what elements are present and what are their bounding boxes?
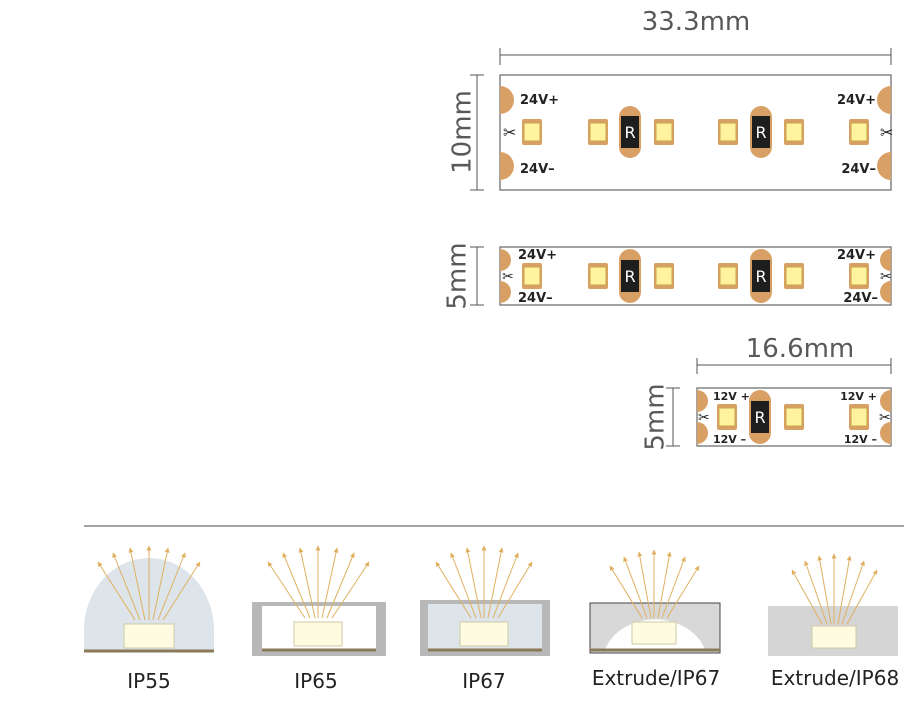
strip-c-neg-left: 12V – — [713, 433, 746, 446]
strip-b-pad — [880, 249, 891, 271]
strip-a-pad — [877, 86, 891, 114]
strip-c-width-label: 5mm — [641, 383, 671, 450]
strip-b-leds — [522, 263, 869, 289]
ip65-label: IP65 — [294, 669, 337, 693]
strip-b: 5mm ✂ ✂ 24V+ 24V– 24V+ 24V– R R — [443, 242, 892, 309]
strip-b-pos-right: 24V+ — [837, 248, 876, 263]
ip-rating-ip55: IP55 — [84, 545, 214, 693]
strip-a-body — [499, 74, 892, 191]
ip55-label: IP55 — [127, 669, 170, 693]
extrude-ip68-label: Extrude/IP68 — [771, 666, 899, 690]
strip-c-pos-left: 12V + — [713, 390, 750, 403]
strip-a-pos-right: 24V+ — [837, 93, 876, 108]
strip-a-neg-right: 24V– — [841, 162, 876, 177]
strip-c-length-label: 16.6mm — [746, 334, 855, 364]
strip-a-neg-left: 24V– — [520, 162, 555, 177]
strip-b-body — [499, 246, 892, 306]
strip-a-pad — [500, 86, 514, 114]
ip-rating-extrude-ip67: Extrude/IP67 — [589, 549, 721, 690]
strip-a: 33.3mm 10mm ✂ ✂ 24V+ 24V– 24V+ 24V– — [448, 7, 893, 191]
strip-b-width-label: 5mm — [443, 242, 473, 309]
strip-c-pad — [880, 390, 891, 412]
svg-text:R: R — [624, 123, 635, 142]
strip-b-pad — [500, 281, 511, 303]
strip-a-length-label: 33.3mm — [642, 7, 751, 37]
scissors-icon: ✂ — [880, 269, 892, 285]
strip-c-resistor: R — [749, 390, 771, 444]
ip-rating-extrude-ip68: Extrude/IP68 — [768, 553, 899, 690]
strip-a-width-dimension: 10mm — [448, 74, 484, 191]
svg-text:R: R — [755, 267, 766, 286]
strip-a-pad — [500, 152, 514, 180]
strip-c-pad — [697, 390, 708, 412]
strip-c-pos-right: 12V + — [840, 390, 877, 403]
scissors-icon: ✂ — [502, 269, 514, 285]
strip-c: 16.6mm 5mm ✂ ✂ 12V + 12V – 12V + 12V – R — [641, 334, 892, 451]
strip-c-leds — [717, 404, 869, 430]
scissors-icon: ✂ — [698, 410, 710, 426]
strip-c-length-dimension: 16.6mm — [696, 334, 892, 374]
strip-a-pad — [877, 152, 891, 180]
strip-b-resistor: R — [619, 249, 641, 303]
scissors-icon: ✂ — [880, 123, 893, 142]
ip-rating-ip67: IP67 — [420, 545, 550, 693]
strip-b-width-dimension: 5mm — [443, 242, 484, 310]
strip-b-pad — [500, 249, 511, 271]
strip-c-width-dimension: 5mm — [641, 383, 680, 451]
strip-b-pos-left: 24V+ — [518, 248, 557, 263]
ip67-label: IP67 — [462, 669, 505, 693]
strip-c-pad — [697, 422, 708, 444]
strip-a-width-label: 10mm — [448, 90, 478, 174]
extrude-ip67-label: Extrude/IP67 — [592, 666, 720, 690]
svg-text:R: R — [624, 267, 635, 286]
strip-a-resistor: R — [619, 106, 641, 158]
strip-b-neg-right: 24V– — [843, 291, 878, 306]
strip-b-resistor: R — [750, 249, 772, 303]
strip-a-length-dimension: 33.3mm — [499, 7, 892, 65]
strip-b-neg-left: 24V– — [518, 291, 553, 306]
strip-a-leds — [522, 119, 869, 145]
strip-a-pos-left: 24V+ — [520, 93, 559, 108]
svg-text:R: R — [755, 123, 766, 142]
strip-a-resistor: R — [750, 106, 772, 158]
strip-b-pad — [880, 281, 891, 303]
scissors-icon: ✂ — [503, 123, 516, 142]
ip-rating-ip65: IP65 — [252, 545, 386, 693]
strip-c-neg-right: 12V – — [844, 433, 877, 446]
scissors-icon: ✂ — [879, 410, 891, 426]
strip-c-pad — [880, 422, 891, 444]
svg-text:R: R — [754, 408, 765, 427]
